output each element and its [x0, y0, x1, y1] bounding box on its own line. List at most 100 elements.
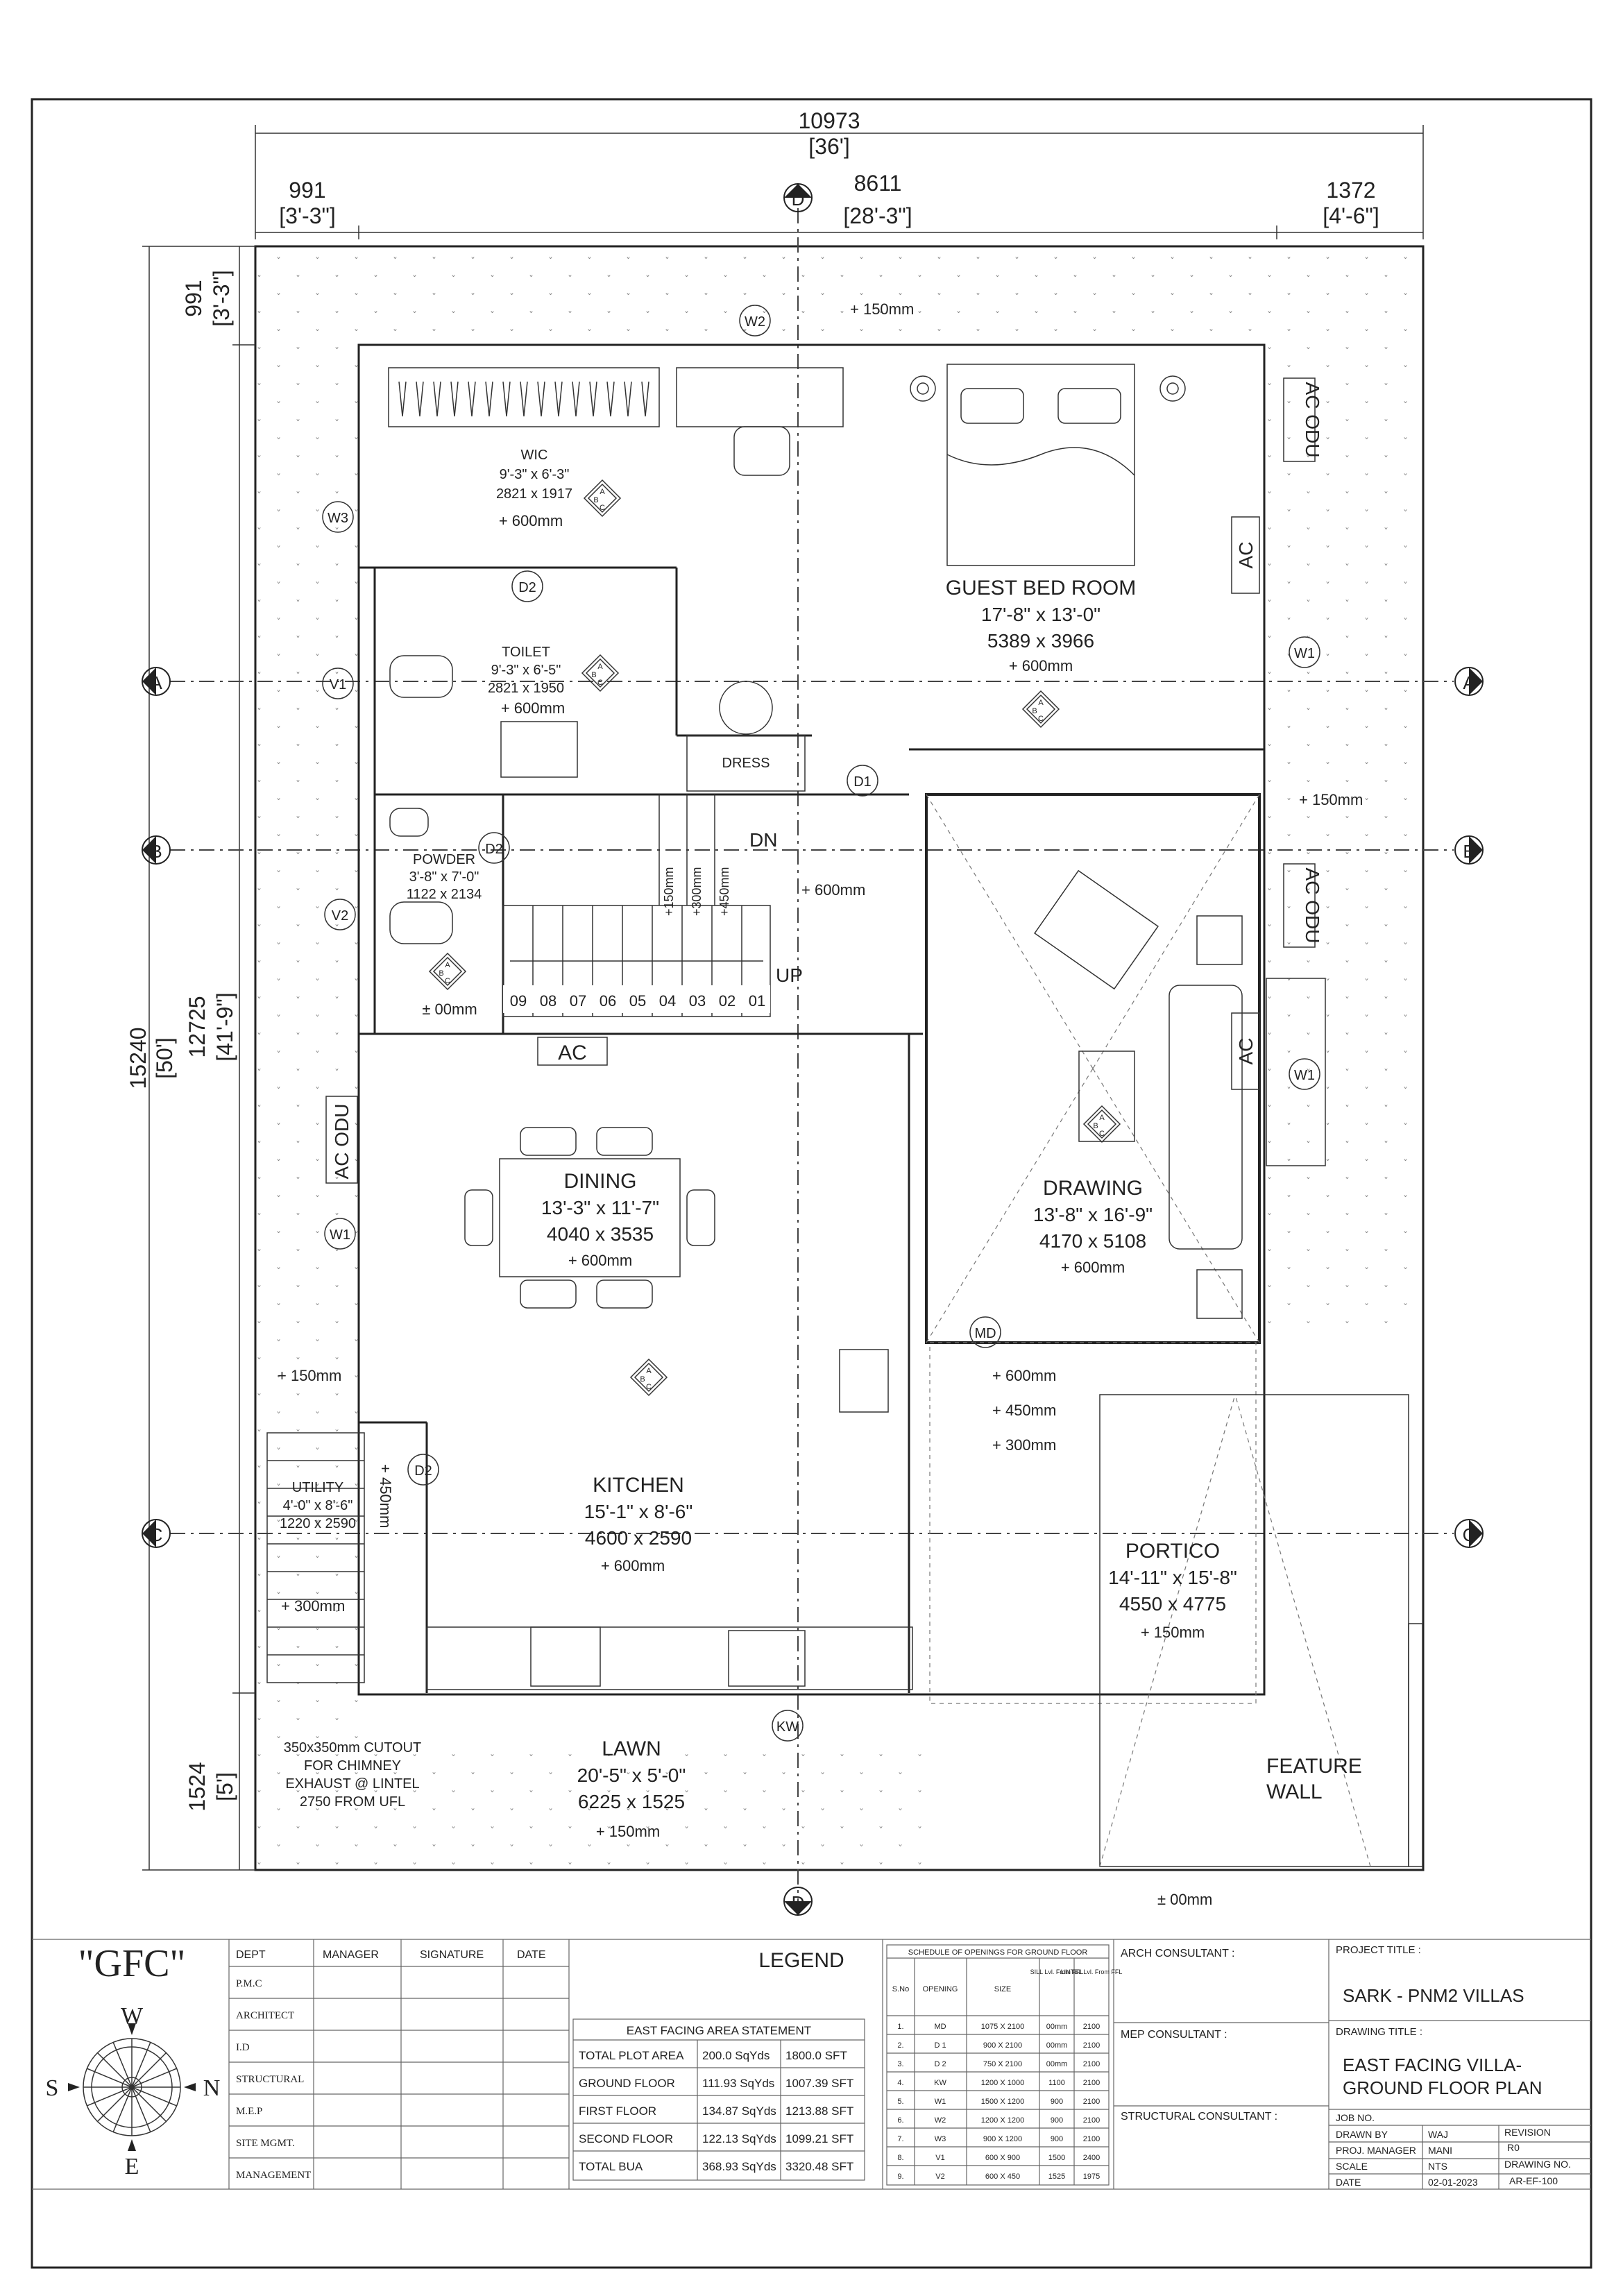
svg-text:2100: 2100: [1083, 2023, 1100, 2031]
svg-text:R0: R0: [1507, 2142, 1520, 2153]
svg-text:2100: 2100: [1083, 2060, 1100, 2068]
svg-text:W1: W1: [935, 2098, 946, 2106]
svg-text:B: B: [439, 969, 443, 978]
svg-text:15'-1" x 8'-6": 15'-1" x 8'-6": [584, 1501, 693, 1522]
svg-text:2100: 2100: [1083, 2098, 1100, 2106]
svg-text:3.: 3.: [897, 2060, 903, 2068]
svg-text:NTS: NTS: [1428, 2161, 1447, 2172]
svg-text:M.E.P: M.E.P: [236, 2106, 262, 2117]
toilet-fixtures: [389, 655, 578, 944]
svg-text:C: C: [1463, 1524, 1476, 1545]
svg-text:07: 07: [570, 992, 586, 1010]
svg-text:DRAWING NO.: DRAWING NO.: [1504, 2159, 1571, 2170]
svg-text:A: A: [445, 961, 450, 969]
svg-text:A: A: [1099, 1114, 1105, 1122]
svg-text:B: B: [150, 841, 162, 862]
svg-text:LAWN: LAWN: [602, 1737, 661, 1760]
svg-text:+ 600mm: + 600mm: [499, 512, 563, 529]
title-block: [32, 1939, 1591, 2190]
svg-text:EAST FACING AREA STATEMENT: EAST FACING AREA STATEMENT: [627, 2024, 811, 2037]
svg-text:B: B: [640, 1375, 645, 1384]
svg-text:4040 x 3535: 4040 x 3535: [547, 1223, 654, 1245]
svg-text:V2: V2: [935, 2172, 944, 2181]
svg-text:C: C: [1099, 1130, 1105, 1138]
svg-text:+ 150mm: + 150mm: [1299, 791, 1363, 808]
svg-text:C: C: [600, 504, 605, 512]
svg-text:4170 x 5108: 4170 x 5108: [1039, 1230, 1146, 1252]
svg-text:D: D: [792, 189, 805, 210]
svg-text:A: A: [646, 1367, 652, 1375]
svg-text:A: A: [150, 672, 162, 693]
utility-area: [266, 1432, 365, 1683]
svg-text:SECOND FLOOR: SECOND FLOOR: [579, 2132, 673, 2145]
svg-text:LINTEL Lvl. From FFL: LINTEL Lvl. From FFL: [1061, 1968, 1123, 1975]
svg-text:00mm: 00mm: [1046, 2023, 1068, 2031]
svg-text:+ 450mm: + 450mm: [377, 1464, 394, 1528]
svg-text:750 X 2100: 750 X 2100: [983, 2060, 1022, 2068]
svg-text:1800.0 SFT: 1800.0 SFT: [785, 2049, 847, 2062]
svg-text:3'-8" x 7'-0": 3'-8" x 7'-0": [409, 869, 479, 885]
svg-text:W1: W1: [1294, 646, 1315, 661]
svg-text:C: C: [445, 977, 450, 985]
room-label-kitchen: KITCHEN 15'-1" x 8'-6" 4600 x 2590 + 600…: [584, 1474, 693, 1574]
gfc-stamp: "GFC": [78, 1942, 186, 1985]
dim-total-v-ft: [50']: [152, 1037, 177, 1078]
svg-text:P.M.C: P.M.C: [236, 1978, 262, 1989]
svg-text:PROJECT TITLE :: PROJECT TITLE :: [1336, 1944, 1421, 1956]
svg-text:WIC: WIC: [521, 448, 548, 463]
svg-text:+150mm: +150mm: [662, 867, 676, 916]
dim-mid-v-ft: [41'-9"]: [212, 992, 237, 1061]
drawing-title-1: EAST FACING VILLA-: [1343, 2055, 1522, 2075]
svg-text:2400: 2400: [1083, 2154, 1100, 2162]
svg-text:DRAWN BY: DRAWN BY: [1336, 2129, 1388, 2140]
svg-text:JOB NO.: JOB NO.: [1336, 2112, 1375, 2123]
svg-text:B: B: [1463, 841, 1475, 862]
feature-wall-label-1: FEATURE: [1266, 1755, 1362, 1778]
svg-text:900 X 2100: 900 X 2100: [983, 2041, 1022, 2050]
svg-text:± 00mm: ± 00mm: [1157, 1891, 1212, 1908]
grid-marker-d: D D: [783, 183, 813, 1916]
svg-text:B: B: [593, 496, 598, 504]
svg-text:1100: 1100: [1048, 2079, 1065, 2087]
svg-text:600 X 450: 600 X 450: [985, 2172, 1020, 2181]
svg-text:+ 600mm: + 600mm: [992, 1367, 1056, 1384]
svg-text:2100: 2100: [1083, 2135, 1100, 2143]
svg-text:C: C: [646, 1383, 652, 1391]
compass-w: W: [121, 2003, 144, 2029]
svg-text:04: 04: [659, 992, 676, 1010]
svg-text:02: 02: [719, 992, 736, 1010]
svg-text:13'-3" x 11'-7": 13'-3" x 11'-7": [541, 1197, 659, 1218]
svg-text:TOTAL PLOT AREA: TOTAL PLOT AREA: [579, 2049, 684, 2062]
svg-text:STRUCTURAL: STRUCTURAL: [236, 2074, 304, 2085]
svg-text:MEP CONSULTANT :: MEP CONSULTANT :: [1121, 2029, 1227, 2041]
svg-text:1213.88 SFT: 1213.88 SFT: [785, 2104, 853, 2118]
svg-text:OPENING: OPENING: [923, 1985, 958, 1993]
svg-text:W3: W3: [935, 2135, 946, 2143]
svg-text:MD: MD: [934, 2023, 946, 2031]
svg-text:+ 150mm: + 150mm: [850, 300, 914, 318]
compass-rose: W E S N: [46, 2003, 221, 2179]
dim-bot-v-ft: [5']: [212, 1772, 237, 1801]
ac-label-guest: AC: [1235, 542, 1257, 569]
svg-text:W1: W1: [1294, 1068, 1315, 1083]
svg-text:SILL Lvl. From FFL: SILL Lvl. From FFL: [1030, 1968, 1084, 1975]
ac-odu-label-1: AC ODU: [1302, 382, 1323, 458]
ac-odu-label-2: AC ODU: [1302, 868, 1323, 944]
svg-text:900: 900: [1051, 2116, 1063, 2125]
dim-overall-ft: [36']: [808, 134, 849, 159]
room-label-wic: WIC 9'-3" x 6'-3" 2821 x 1917 + 600mm: [496, 448, 572, 529]
svg-text:W1: W1: [330, 1227, 350, 1243]
site-landscape: [254, 245, 1425, 1871]
room-label-dining: DINING 13'-3" x 11'-7" 4040 x 3535 + 600…: [541, 1170, 659, 1269]
dim-mid-v-mm: 12725: [185, 996, 210, 1058]
svg-text:DATE: DATE: [517, 1949, 545, 1961]
svg-text:+ 150mm: + 150mm: [1141, 1624, 1205, 1641]
svg-text:+450mm: +450mm: [717, 867, 731, 916]
feature-wall-label-2: WALL: [1266, 1780, 1323, 1803]
svg-text:DATE: DATE: [1336, 2177, 1361, 2188]
svg-text:DEPT: DEPT: [236, 1949, 266, 1961]
svg-text:1500: 1500: [1048, 2154, 1065, 2162]
svg-text:B: B: [1032, 707, 1037, 715]
legend-title: LEGEND: [758, 1949, 844, 1972]
